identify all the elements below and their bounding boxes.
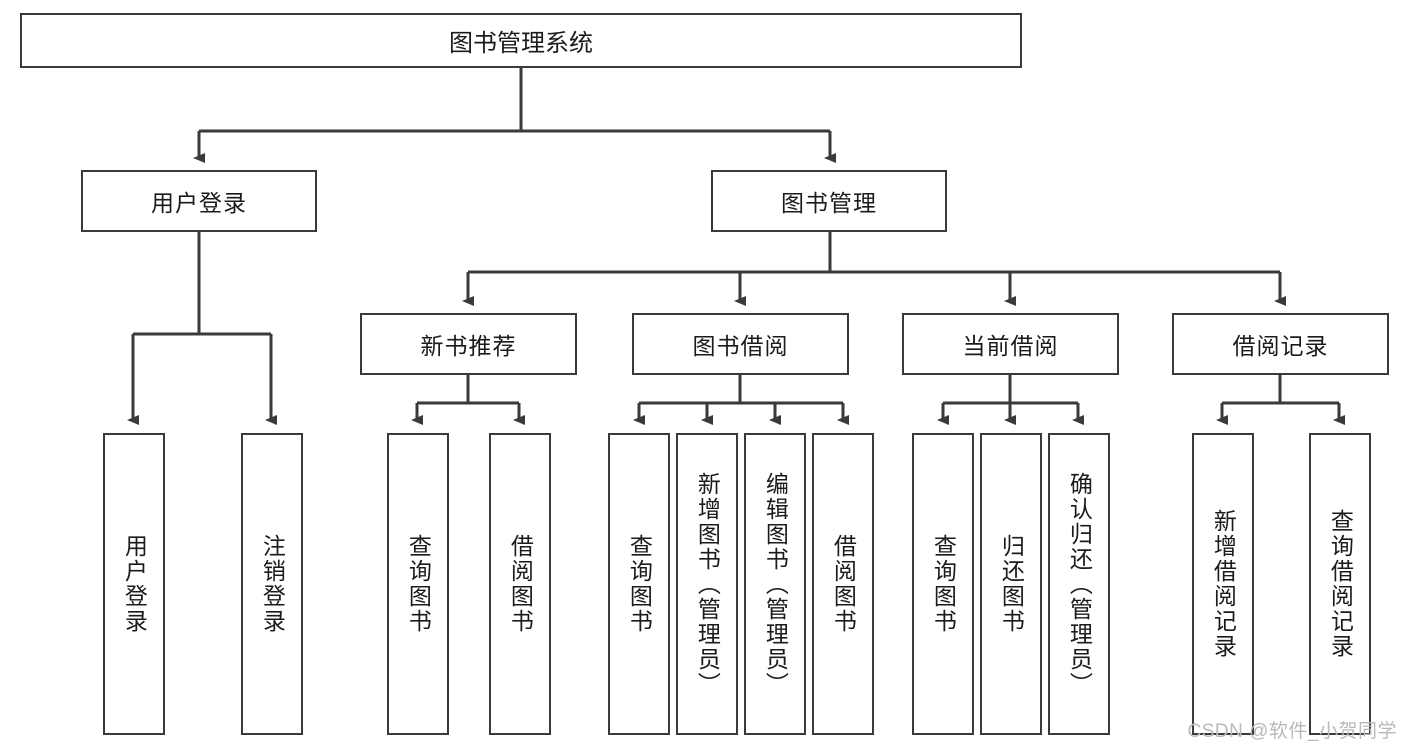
node-label: 图书管理 bbox=[781, 190, 877, 216]
leaf-book-borrow-borrow-book[interactable]: 借阅图书 bbox=[812, 433, 874, 735]
node-label: 编辑图书（管理员） bbox=[762, 471, 789, 697]
leaf-borrow-record-query-record[interactable]: 查询借阅记录 bbox=[1309, 433, 1371, 735]
node-label: 确认归还（管理员） bbox=[1066, 471, 1093, 697]
node-label: 新书推荐 bbox=[420, 333, 517, 359]
node-label: 查询图书 bbox=[626, 534, 653, 634]
leaf-current-borrow-confirm-return-admin[interactable]: 确认归还（管理员） bbox=[1048, 433, 1110, 735]
node-label: 用户登录 bbox=[151, 190, 247, 216]
leaf-book-borrow-query-book[interactable]: 查询图书 bbox=[608, 433, 670, 735]
leaf-user-login-logout[interactable]: 注销登录 bbox=[241, 433, 303, 735]
node-label: 用户登录 bbox=[121, 534, 148, 634]
leaf-current-borrow-return-book[interactable]: 归还图书 bbox=[980, 433, 1042, 735]
node-label: 查询图书 bbox=[930, 534, 957, 634]
node-label: 查询图书 bbox=[405, 534, 432, 634]
leaf-borrow-record-add-record[interactable]: 新增借阅记录 bbox=[1192, 433, 1254, 735]
node-root-book-management-system[interactable]: 图书管理系统 bbox=[20, 13, 1022, 68]
node-label: 归还图书 bbox=[998, 534, 1025, 634]
node-label: 图书借阅 bbox=[692, 333, 789, 359]
node-label: 借阅图书 bbox=[507, 534, 534, 634]
node-book-borrow[interactable]: 图书借阅 bbox=[632, 313, 849, 375]
watermark-text: CSDN @软件_小贺同学 bbox=[1187, 721, 1397, 742]
node-current-borrow[interactable]: 当前借阅 bbox=[902, 313, 1119, 375]
leaf-new-book-query-book[interactable]: 查询图书 bbox=[387, 433, 449, 735]
node-label: 新增借阅记录 bbox=[1210, 509, 1237, 659]
node-new-book-recommend[interactable]: 新书推荐 bbox=[360, 313, 577, 375]
leaf-current-borrow-query-book[interactable]: 查询图书 bbox=[912, 433, 974, 735]
node-book-management[interactable]: 图书管理 bbox=[711, 170, 947, 232]
node-label: 借阅记录 bbox=[1232, 333, 1329, 359]
node-label: 图书管理系统 bbox=[449, 30, 593, 57]
node-borrow-record[interactable]: 借阅记录 bbox=[1172, 313, 1389, 375]
leaf-book-borrow-add-book-admin[interactable]: 新增图书（管理员） bbox=[676, 433, 738, 735]
node-label: 新增图书（管理员） bbox=[694, 471, 721, 697]
node-label: 当前借阅 bbox=[962, 333, 1059, 359]
node-user-login[interactable]: 用户登录 bbox=[81, 170, 317, 232]
leaf-new-book-borrow-book[interactable]: 借阅图书 bbox=[489, 433, 551, 735]
node-label: 借阅图书 bbox=[830, 534, 857, 634]
leaf-book-borrow-edit-book-admin[interactable]: 编辑图书（管理员） bbox=[744, 433, 806, 735]
leaf-user-login-login[interactable]: 用户登录 bbox=[103, 433, 165, 735]
node-label: 查询借阅记录 bbox=[1327, 509, 1354, 659]
node-label: 注销登录 bbox=[259, 534, 286, 634]
